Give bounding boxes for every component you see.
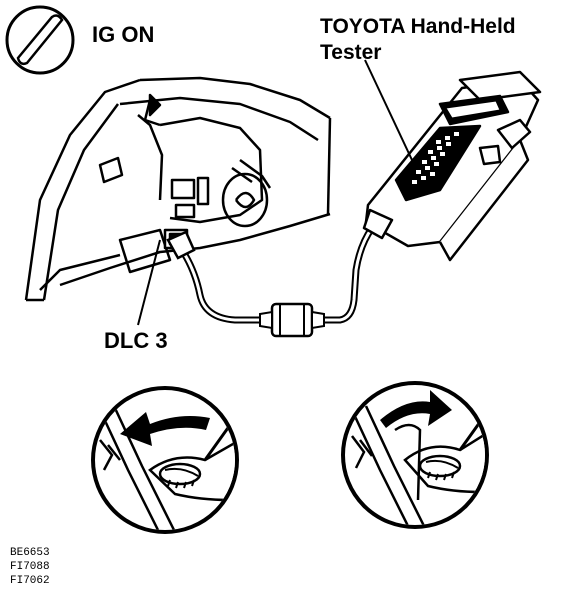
curved-arrow-icon <box>120 412 210 446</box>
figure-code: BE6653 <box>10 547 50 559</box>
figure-code: FI7088 <box>10 561 50 573</box>
car-dashboard <box>24 76 332 302</box>
connector-label: DLC 3 <box>104 328 168 353</box>
detail-connect <box>91 386 239 534</box>
tester-cable <box>166 224 376 338</box>
curved-arrow-icon-2 <box>380 390 452 428</box>
ignition-label: IG ON <box>92 22 155 47</box>
hand-held-tester <box>362 70 542 262</box>
tester-label-line1: TOYOTA Hand-Held <box>320 15 516 38</box>
figure-code: FI7062 <box>10 575 50 587</box>
tester-label-line2: Tester <box>320 41 382 64</box>
ignition-key-icon <box>5 5 75 75</box>
detail-disconnect <box>341 381 489 529</box>
leader-lines <box>137 59 413 326</box>
tester-keypad <box>412 132 459 184</box>
